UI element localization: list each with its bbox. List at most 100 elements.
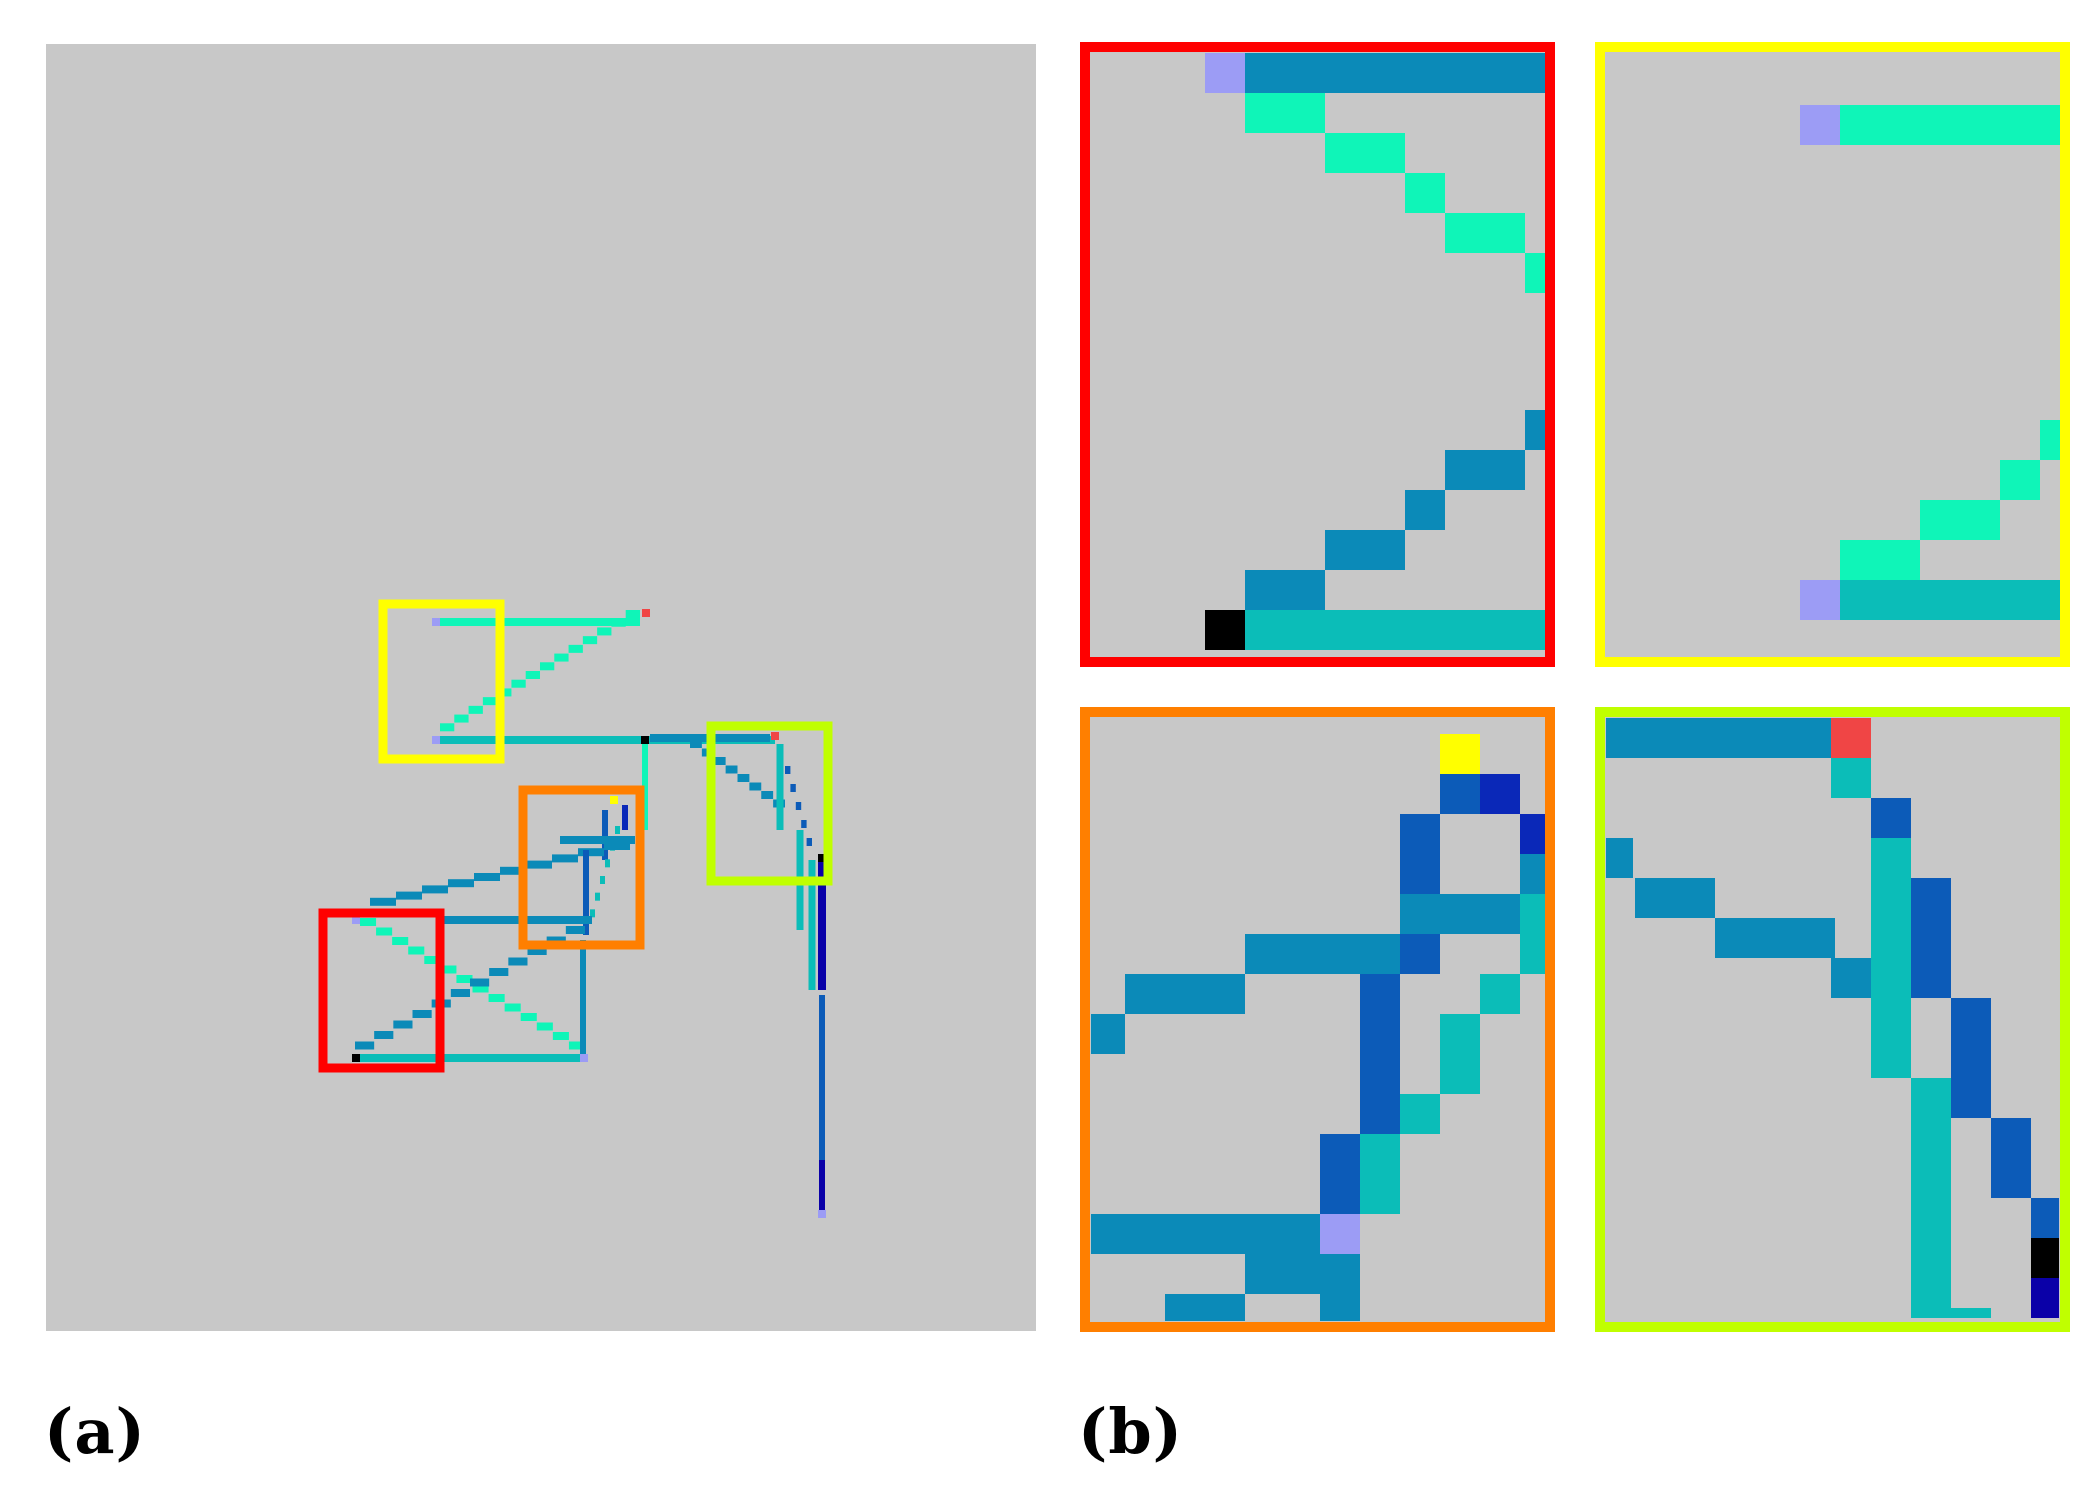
- zoom-frame-yellow: [378, 599, 505, 764]
- staircase-step: [440, 965, 457, 974]
- zoom-view-yellow: [1595, 42, 2070, 667]
- endpoint-pixel: [610, 796, 618, 804]
- zoom-pixel: [1911, 878, 1951, 998]
- zoom-frame-lime: [706, 721, 833, 886]
- zoom-pixel: [1360, 1134, 1400, 1214]
- line-segment: [818, 860, 826, 990]
- panel-a-line-segments: [352, 609, 826, 1218]
- staircase-step: [468, 705, 483, 714]
- zoom-pixel: [2000, 460, 2040, 500]
- staircase-step: [456, 975, 473, 983]
- zoom-pixel: [1440, 774, 1480, 814]
- zoom-pixel: [1400, 814, 1440, 894]
- zoom-pixel: [1920, 500, 2000, 540]
- line-segment: [602, 810, 608, 860]
- line-segment: [560, 836, 635, 844]
- zoom-pixel: [1840, 540, 1920, 580]
- zoom-pixel: [1831, 758, 1871, 798]
- line-segment: [819, 1160, 825, 1210]
- staircase-step: [482, 697, 498, 706]
- panel-b-label: (b): [1078, 1395, 1184, 1468]
- endpoint-pixel: [641, 736, 649, 744]
- staircase-step: [615, 826, 620, 834]
- staircase-step: [552, 854, 578, 863]
- staircase-step: [422, 885, 448, 894]
- zoom-pixel: [1245, 610, 1545, 650]
- zoom-border-lime: [1595, 707, 2070, 1332]
- zoom-pixel: [1445, 450, 1525, 490]
- staircase-step: [454, 714, 469, 723]
- staircase-step: [396, 891, 422, 900]
- staircase-step: [500, 866, 526, 875]
- zoom-pixel: [1871, 798, 1911, 838]
- panel-a-overview: [46, 44, 1036, 1331]
- zoom-pixel: [1635, 878, 1715, 918]
- staircase-step: [360, 918, 377, 926]
- zoom-pixel: [1125, 974, 1245, 1014]
- zoom-pixel: [1911, 1078, 1951, 1318]
- panel-a-background: [46, 44, 1036, 1331]
- zoom-frame-red: [318, 908, 445, 1073]
- zoom-pixel: [2040, 420, 2060, 460]
- endpoint-pixel: [352, 916, 360, 924]
- zoom-pixel: [1800, 580, 1840, 620]
- staircase-step: [392, 937, 409, 945]
- zoom-pixel: [2031, 1198, 2059, 1238]
- staircase-step: [749, 782, 762, 791]
- staircase-step: [488, 994, 505, 1002]
- panel-a-label: (a): [44, 1395, 146, 1468]
- staircase-step: [440, 723, 455, 732]
- zoom-pixel: [1360, 974, 1400, 1134]
- staircase-step: [582, 636, 598, 645]
- staircase-step: [355, 1041, 375, 1050]
- zoom-pixel: [1320, 1214, 1360, 1254]
- zoom-pixel: [1245, 570, 1325, 610]
- zoom-pixel: [1520, 894, 1545, 974]
- endpoint-pixel: [818, 1210, 826, 1218]
- zoom-pixel: [1831, 958, 1871, 998]
- staircase-step: [690, 740, 702, 748]
- zoom-pixel: [1715, 918, 1835, 958]
- zoom-pixel: [1400, 934, 1440, 974]
- zoom-pixel: [2031, 1278, 2059, 1318]
- staircase-step: [806, 838, 812, 846]
- zoom-pixel: [1520, 854, 1545, 894]
- zoom-pixel: [1320, 1134, 1360, 1214]
- staircase-step: [472, 984, 489, 993]
- staircase-step: [552, 1032, 569, 1040]
- zoom-pixel: [1400, 1094, 1440, 1134]
- zoom-pixel: [1325, 530, 1405, 570]
- staircase-step: [526, 860, 552, 869]
- zoom-pixel: [1525, 410, 1545, 450]
- zoom-background-red: [1085, 47, 1550, 662]
- staircase-step: [625, 610, 640, 618]
- zoom-pixel: [1245, 93, 1325, 133]
- endpoint-pixel: [432, 736, 440, 744]
- staircase-step: [725, 765, 738, 774]
- zoom-pixel: [1400, 894, 1520, 934]
- endpoint-pixel: [432, 618, 440, 626]
- staircase-step: [785, 766, 791, 774]
- zoom-pixel: [1405, 173, 1445, 213]
- staircase-step: [737, 774, 750, 782]
- staircase-step: [611, 618, 626, 627]
- staircase-step: [597, 627, 612, 636]
- staircase-step: [590, 909, 595, 918]
- zoom-pixel: [1440, 1014, 1480, 1094]
- zoom-pixel: [1245, 53, 1545, 93]
- staircase-step: [408, 946, 425, 955]
- endpoint-pixel: [352, 1054, 360, 1062]
- endpoint-pixel: [771, 732, 779, 740]
- staircase-step: [554, 653, 569, 662]
- zoom-pixel: [1840, 580, 2060, 620]
- zoom-frame-orange: [518, 785, 645, 950]
- staircase-step: [412, 1010, 432, 1018]
- zoom-pixel: [2031, 1238, 2059, 1278]
- staircase-step: [600, 876, 605, 884]
- staircase-step: [795, 802, 802, 810]
- staircase-step: [474, 873, 500, 881]
- staircase-step: [801, 820, 807, 828]
- zoom-pixel: [1800, 105, 1840, 145]
- zoom-pixel: [1871, 838, 1911, 1078]
